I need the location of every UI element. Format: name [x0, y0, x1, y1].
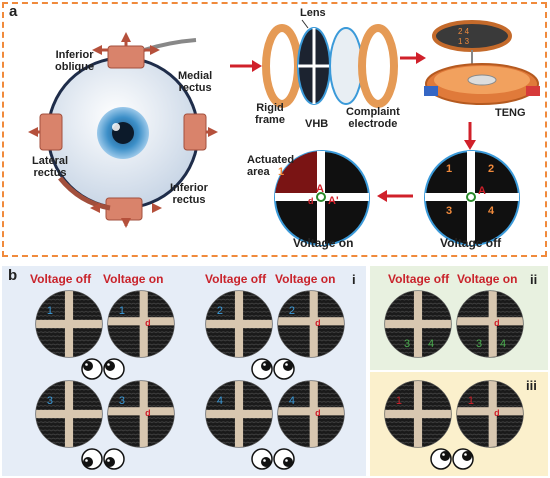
arrow-off-to-on: [377, 190, 413, 202]
label-actuated-area: Actuated area: [247, 154, 294, 178]
sub-ii-label: ii: [530, 272, 538, 287]
label-compliant-electrode-l2: electrode: [348, 118, 398, 130]
label-rigid-frame-l2: frame: [255, 114, 285, 126]
fabric-photo: [384, 380, 452, 448]
d-label-on: d: [308, 196, 314, 206]
label-actuated-area-l1: Actuated: [247, 154, 295, 166]
fabric-photo: [35, 290, 103, 358]
label-voltage-on: Voltage on: [293, 236, 354, 250]
fabric-photo: [384, 290, 452, 358]
displacement-d-label: d: [494, 317, 500, 328]
quadrant-number-ii: 3: [404, 338, 411, 350]
panel-a-letter: a: [9, 3, 18, 20]
header-voltage-on-3: Voltage on: [457, 272, 518, 286]
eyes-icon: [81, 448, 125, 470]
header-voltage-off-3: Voltage off: [388, 272, 450, 286]
displacement-d-label: d: [494, 407, 500, 418]
fabric-photo: [107, 380, 175, 448]
voltage-off-lens: [424, 150, 520, 246]
eyeball-diagram: [28, 32, 218, 228]
svg-text:2 4: 2 4: [458, 27, 470, 36]
point-a-off: A: [478, 185, 486, 197]
fabric-photo: [107, 290, 175, 358]
header-voltage-off-1: Voltage off: [30, 272, 92, 286]
eyes-icon: [81, 358, 125, 380]
quadrant-number: 4: [288, 395, 296, 408]
quadrant-number-ii: 4: [428, 338, 435, 350]
quadrant-4-off: 4: [488, 205, 495, 217]
header-voltage-on-2: Voltage on: [275, 272, 336, 286]
label-vhb: VHB: [305, 118, 329, 130]
quadrant-number-ii: 3: [476, 338, 483, 350]
label-voltage-off: Voltage off: [440, 236, 502, 250]
label-medial-rectus-l2: rectus: [178, 82, 212, 94]
quadrant-number-ii: 4: [500, 338, 507, 350]
label-lateral-rectus: Lateral rectus: [32, 155, 68, 179]
sub-i-label: i: [352, 272, 356, 287]
label-lens: Lens: [300, 7, 326, 19]
fabric-photo: [277, 380, 345, 448]
lens-exploded-diagram: [262, 19, 398, 108]
label-actuated-area-l2: area: [247, 166, 270, 178]
arrow-lens-to-teng: [400, 52, 426, 64]
voltage-on-lens: [274, 150, 370, 246]
displacement-d-label: d: [315, 317, 321, 328]
fabric-photo: [456, 290, 524, 358]
displacement-d-label: d: [145, 317, 151, 328]
quadrant-3-off: 3: [446, 205, 453, 217]
label-inferior-oblique: Inferior oblique: [55, 49, 94, 73]
label-teng: TENG: [495, 107, 526, 119]
quadrant-2-off: 2: [488, 163, 495, 175]
label-inferior-rectus-l1: Inferior: [170, 182, 208, 194]
quadrant-number: 1: [118, 305, 126, 318]
arrow-teng-to-voltage-off: [464, 122, 476, 150]
teng-device-diagram: 2 4 1 3: [424, 20, 540, 105]
displacement-d-label: d: [145, 407, 151, 418]
point-a-on: A: [316, 183, 324, 195]
quadrant-number: 4: [216, 395, 224, 408]
displacement-d-label: d: [315, 407, 321, 418]
quadrant-number: 1: [46, 305, 54, 318]
label-compliant-electrode: Complaint electrode: [346, 106, 400, 130]
label-inferior-oblique-l2: oblique: [55, 61, 95, 73]
label-inferior-rectus: Inferior rectus: [170, 182, 208, 206]
point-a-prime-on: A': [328, 195, 339, 207]
fabric-photo: [205, 380, 273, 448]
quadrant-number: 1: [467, 395, 475, 408]
eyes-icon: [251, 358, 295, 380]
label-lateral-rectus-l1: Lateral: [32, 155, 69, 167]
fabric-photo: [205, 290, 273, 358]
label-compliant-electrode-l1: Complaint: [346, 106, 400, 118]
quadrant-number: 3: [46, 395, 54, 408]
quadrant-number: 2: [288, 305, 296, 318]
quadrant-number: 3: [118, 395, 126, 408]
label-medial-rectus-l1: Medial: [178, 70, 213, 82]
quadrant-number: 2: [216, 305, 224, 318]
label-rigid-frame: Rigid frame: [255, 102, 285, 126]
label-inferior-rectus-l2: rectus: [172, 194, 206, 206]
quadrant-1-on: 1: [278, 166, 285, 178]
label-medial-rectus: Medial rectus: [178, 70, 212, 94]
label-lateral-rectus-l2: rectus: [33, 167, 67, 179]
fabric-photo: [35, 380, 103, 448]
eyes-icon: [251, 448, 295, 470]
sub-iii-label: iii: [526, 378, 537, 393]
quadrant-1-off: 1: [446, 163, 453, 175]
header-voltage-on-1: Voltage on: [103, 272, 164, 286]
fabric-photo: [277, 290, 345, 358]
panel-b-letter: b: [8, 267, 18, 284]
fabric-photo: [456, 380, 524, 448]
svg-text:1 3: 1 3: [458, 37, 470, 46]
arrow-eye-to-lens: [230, 60, 262, 72]
label-rigid-frame-l1: Rigid: [256, 102, 284, 114]
label-inferior-oblique-l1: Inferior: [55, 49, 94, 61]
quadrant-number: 1: [395, 395, 403, 408]
eyes-icon: [430, 448, 474, 470]
header-voltage-off-2: Voltage off: [205, 272, 267, 286]
